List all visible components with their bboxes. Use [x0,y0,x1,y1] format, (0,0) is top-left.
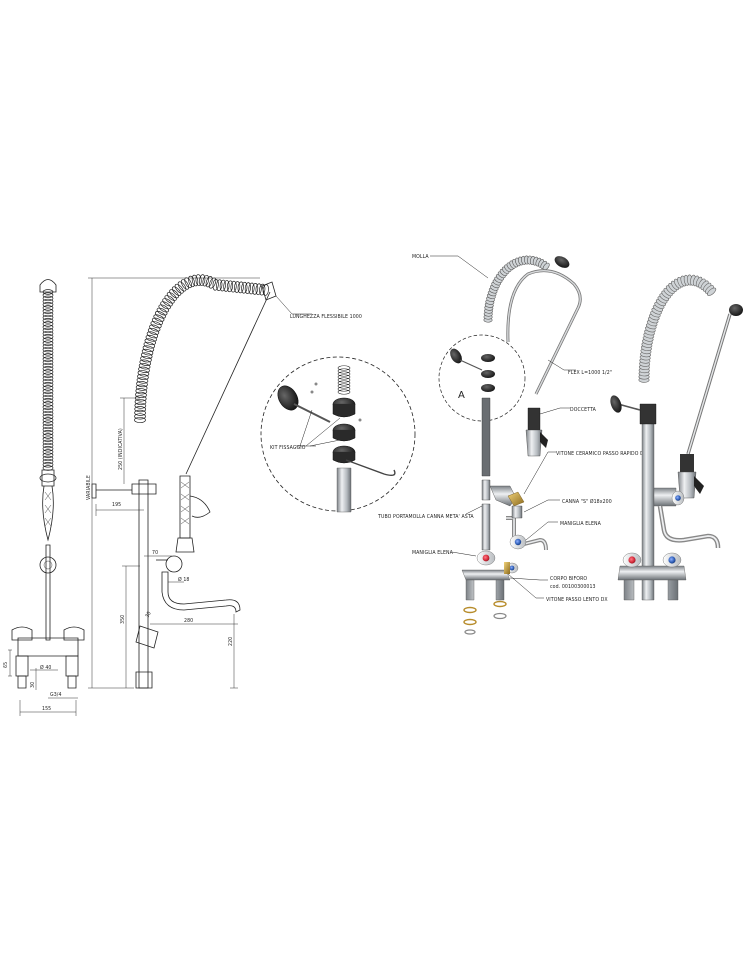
label-vitone-ceramico: VITONE CERAMICO PASSO RAPIDO DX [556,451,648,457]
label-doccetta: DOCCETTA [570,407,597,413]
label-maniglia-elena-right: MANIGLIA ELENA [560,521,602,527]
dim-40: Ø 40 [40,664,52,671]
dim-350: 350 [120,615,126,624]
dim-30: 30 [30,682,36,688]
dim-18: Ø 18 [178,576,190,583]
dim-155: 155 [42,706,51,712]
label-tubo: TUBO PORTAMOLLA CANNA META' ASTA [377,514,474,520]
dim-65: 65 [3,662,9,668]
label-corpo-code: cod. 00100300013 [550,584,596,590]
dim-30b: 30 [145,611,153,619]
exploded-view: A [377,254,648,635]
dim-195: 195 [112,502,121,508]
dim-220: 220 [228,637,234,646]
front-view: 65 30 Ø 40 G3/4 155 [3,279,85,716]
label-flex-length: LUNGHEZZA FLESSIBILE 1000 [290,314,362,320]
label-kit-fissaggio: KIT FISSAGGIO [270,445,306,451]
dim-250: 250 (INDICATIVA) [118,428,124,470]
detail-circle-kit: KIT FISSAGGIO [260,356,416,513]
side-view: VARIABILE 250 (INDICATIVA) 195 70 Ø 18 3… [86,274,362,689]
dim-g34: G3/4 [50,692,62,698]
label-vitone-lento: VITONE PASSO LENTO DX [546,597,608,603]
label-maniglia-elena-left: MANIGLIA ELENA [412,550,454,556]
assembled-view [610,274,743,601]
dim-280: 280 [184,618,193,624]
front-spring [42,289,54,471]
label-corpo-biforo: CORPO BIFORO [550,576,587,582]
label-canna: CANNA "S" Ø18x200 [562,498,612,505]
label-molla: MOLLA [412,254,429,260]
dim-variabile: VARIABILE [86,475,92,500]
label-flex: FLEX L=1000 1/2" [568,370,612,376]
side-spring [134,274,269,424]
dim-70: 70 [152,550,158,556]
label-detail-a: A [458,390,465,401]
